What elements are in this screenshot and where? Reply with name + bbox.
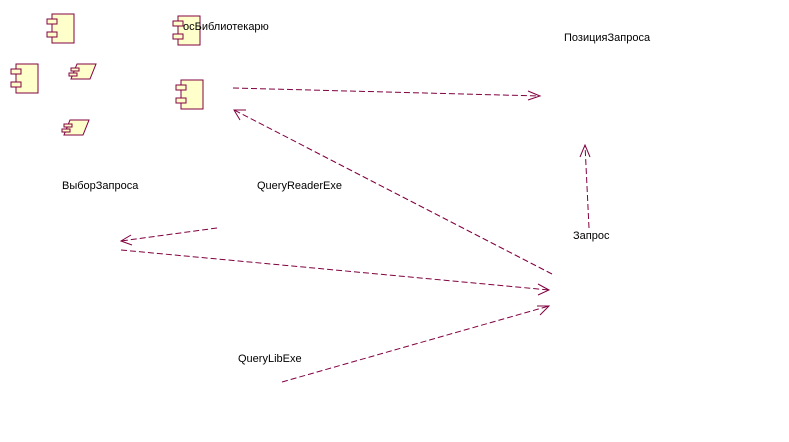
arrowhead-request-position-left [527, 90, 542, 101]
arrowhead-request-mid [537, 283, 551, 296]
component-icon [172, 15, 201, 46]
edge-request-to-reader [233, 109, 553, 275]
edge-lib-to-request [281, 305, 550, 383]
arrowhead-reader [233, 109, 246, 121]
component-icon [175, 79, 204, 110]
arrowhead-request-low [537, 305, 551, 316]
edge-component-to-request-position [232, 87, 541, 97]
node-label-request-position: ПозицияЗапроса [564, 32, 651, 44]
edge-to-query-select [120, 227, 218, 242]
edge-select-to-request [120, 249, 550, 291]
arrowhead-query-select [119, 234, 133, 246]
component-icon [10, 63, 39, 94]
subprogram-icon [68, 63, 97, 80]
edge-request-to-position [584, 144, 590, 229]
node-label-query-lib-exe: QueryLibExe [238, 353, 302, 365]
node-label-library-request: осБиблиотекарю [183, 21, 269, 33]
node-label-query-reader-exe: QueryReaderExe [257, 180, 342, 192]
node-label-request: Запрос [573, 230, 610, 242]
arrowhead-position-up [579, 143, 591, 158]
node-label-query-select: ВыборЗапроса [62, 180, 139, 192]
component-icon [46, 13, 75, 44]
subprogram-icon [61, 119, 90, 136]
